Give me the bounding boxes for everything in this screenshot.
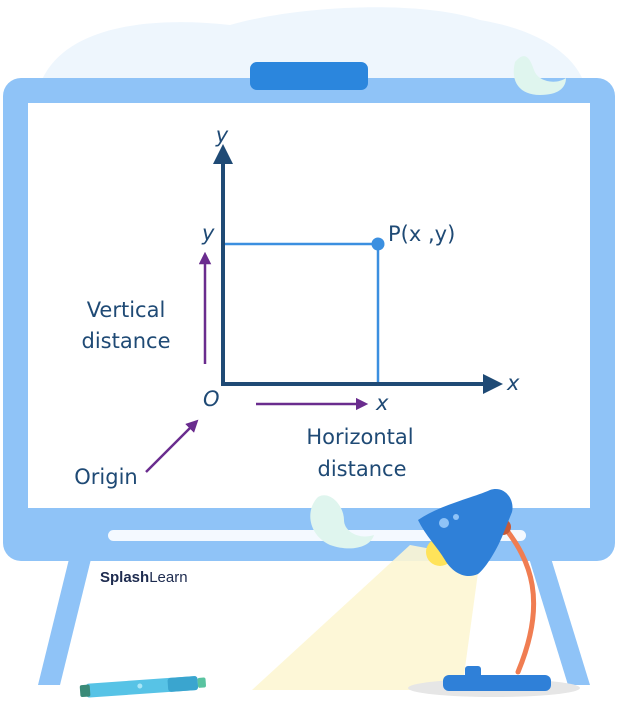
coordinate-diagram: y x y x O P(x ,y) Vertical distance Hori… bbox=[74, 123, 520, 489]
easel-legs bbox=[38, 555, 590, 685]
lamp-shade bbox=[418, 489, 513, 577]
lamp-shade-highlight bbox=[453, 514, 459, 520]
marker-pen bbox=[79, 676, 206, 698]
background-cloud bbox=[40, 7, 585, 85]
desk-lamp bbox=[252, 489, 580, 697]
decorative-blob bbox=[513, 56, 566, 95]
vertical-distance-label-line2: distance bbox=[82, 329, 171, 353]
y-value-marker: y bbox=[201, 221, 215, 245]
lamp-light-beam bbox=[252, 545, 480, 690]
x-value-marker: x bbox=[375, 391, 389, 415]
lamp-arm bbox=[502, 525, 537, 675]
splashlearn-logo: SplashLearn bbox=[100, 569, 188, 586]
board-surface bbox=[28, 103, 590, 508]
origin-symbol: O bbox=[203, 387, 220, 411]
decorative-blob bbox=[310, 495, 374, 549]
origin-pointer-arrow bbox=[145, 419, 199, 473]
y-axis-label: y bbox=[215, 123, 229, 147]
lamp-shade-highlight bbox=[439, 518, 449, 528]
horizontal-distance-label-line1: Horizontal bbox=[306, 425, 413, 449]
point-p bbox=[371, 237, 385, 251]
vertical-distance-label-line1: Vertical bbox=[87, 298, 166, 322]
chalk-tray bbox=[108, 530, 526, 541]
point-label: P(x ,y) bbox=[388, 222, 455, 246]
origin-label: Origin bbox=[74, 465, 137, 489]
board-clip bbox=[250, 62, 368, 90]
horizontal-distance-label-line2: distance bbox=[318, 457, 407, 481]
lamp-base bbox=[443, 675, 551, 691]
x-axis-label: x bbox=[506, 371, 520, 395]
lamp-base-top bbox=[465, 666, 481, 678]
